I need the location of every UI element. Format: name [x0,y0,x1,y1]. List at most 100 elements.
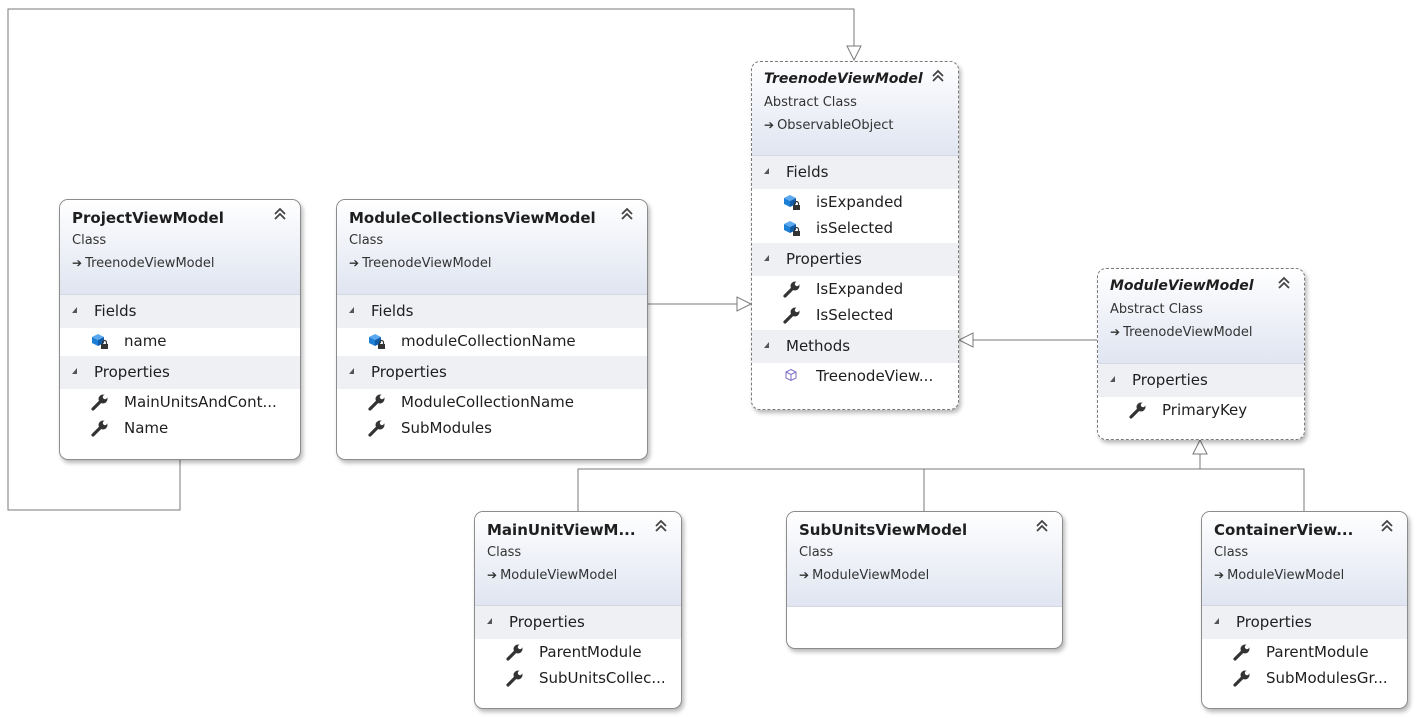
class-base: ➔ModuleViewModel [487,568,618,583]
double-chevron-up-icon[interactable] [1379,518,1395,534]
property-item[interactable]: ParentModule [475,639,681,665]
class-header: ModuleCollectionsViewModel Class ➔Treeno… [337,200,647,295]
field-private-icon [369,334,385,349]
class-base: ➔TreenodeViewModel [1110,325,1253,340]
class-module-viewmodel[interactable]: ModuleViewModel Abstract Class ➔Treenode… [1097,268,1305,440]
class-header: ModuleViewModel Abstract Class ➔Treenode… [1098,269,1304,364]
class-subunits-viewmodel[interactable]: SubUnitsViewModel Class ➔ModuleViewModel [786,511,1063,649]
collapse-triangle-icon [349,368,354,374]
wrench-icon [506,670,523,687]
collapse-triangle-icon [72,307,77,313]
wrench-icon [368,420,385,437]
class-container-viewmodel[interactable]: ContainerView... Class ➔ModuleViewModel … [1201,511,1408,709]
collapse-triangle-icon [764,255,769,261]
double-chevron-up-icon[interactable] [619,206,635,222]
collapse-triangle-icon [1110,376,1115,382]
class-header: ContainerView... Class ➔ModuleViewModel [1202,512,1407,606]
property-item[interactable]: Name [60,415,300,441]
class-stereotype: Class [349,233,384,248]
class-header: SubUnitsViewModel Class ➔ModuleViewModel [787,512,1062,607]
arrowhead-children [1192,438,1208,455]
wrench-icon [1233,670,1250,687]
collapse-triangle-icon [764,342,769,348]
double-chevron-up-icon[interactable] [653,518,669,534]
wrench-icon [1129,402,1146,419]
method-cube-icon [785,368,797,382]
section-properties[interactable]: Properties [60,356,300,389]
property-item[interactable]: SubModules [337,415,647,441]
section-properties[interactable]: Properties [337,356,647,389]
class-modulecollections-viewmodel[interactable]: ModuleCollectionsViewModel Class ➔Treeno… [336,199,648,460]
property-item[interactable]: PrimaryKey [1098,397,1304,423]
double-chevron-up-icon[interactable] [930,68,946,84]
collapse-triangle-icon [1214,618,1219,624]
field-item[interactable]: isSelected [752,215,958,241]
double-chevron-up-icon[interactable] [1034,518,1050,534]
class-stereotype: Abstract Class [1110,302,1203,317]
class-name: TreenodeViewModel [764,71,923,87]
field-private-icon [784,221,800,236]
field-private-icon [784,195,800,210]
wrench-icon [1233,644,1250,661]
property-item[interactable]: MainUnitsAndCont... [60,389,300,415]
field-item[interactable]: isExpanded [752,189,958,215]
class-name: ProjectViewModel [72,209,224,227]
class-mainunit-viewmodel[interactable]: MainUnitViewM... Class ➔ModuleViewModel … [474,511,682,709]
section-fields[interactable]: Fields [60,295,300,328]
property-item[interactable]: IsExpanded [752,276,958,302]
section-properties[interactable]: Properties [752,243,958,276]
class-treenode-viewmodel[interactable]: TreenodeViewModel Abstract Class ➔Observ… [751,61,959,410]
class-base: ➔ObservableObject [764,118,894,133]
property-item[interactable]: ParentModule [1202,639,1407,665]
wrench-icon [783,281,800,298]
section-properties[interactable]: Properties [475,606,681,639]
method-item[interactable]: TreenodeView... [752,363,958,389]
field-item[interactable]: name [60,328,300,354]
section-fields[interactable]: Fields [337,295,647,328]
class-name: ModuleCollectionsViewModel [349,209,596,227]
class-stereotype: Class [72,233,107,248]
class-stereotype: Class [799,545,834,560]
class-name: ContainerView... [1214,521,1354,539]
double-chevron-up-icon[interactable] [1276,275,1292,291]
class-name: MainUnitViewM... [487,521,636,539]
inherit-arrow-icon: ➔ [1214,568,1225,582]
wrench-icon [783,307,800,324]
section-properties[interactable]: Properties [1098,364,1304,397]
field-item[interactable]: moduleCollectionName [337,328,647,354]
property-item[interactable]: IsSelected [752,302,958,328]
property-item[interactable]: SubModulesGr... [1202,665,1407,691]
project-to-treenode-line [7,8,855,511]
class-project-viewmodel[interactable]: ProjectViewModel Class ➔TreenodeViewMode… [59,199,301,460]
class-stereotype: Class [1214,545,1249,560]
children-to-module-line [577,468,1305,511]
inherit-arrow-icon: ➔ [799,568,810,582]
property-item[interactable]: SubUnitsCollec... [475,665,681,691]
collapse-triangle-icon [764,168,769,174]
class-header: ProjectViewModel Class ➔TreenodeViewMode… [60,200,300,295]
section-properties[interactable]: Properties [1202,606,1407,639]
inherit-arrow-icon: ➔ [72,256,83,270]
wrench-icon [368,394,385,411]
class-base: ➔ModuleViewModel [799,568,930,583]
collapse-triangle-icon [72,368,77,374]
arrowhead-project [846,45,862,62]
class-stereotype: Class [487,545,522,560]
class-base: ➔TreenodeViewModel [72,256,215,271]
arrowhead-module [957,332,974,348]
class-base: ➔TreenodeViewModel [349,256,492,271]
inherit-arrow-icon: ➔ [349,256,360,270]
class-name: ModuleViewModel [1110,278,1254,294]
section-fields[interactable]: Fields [752,156,958,189]
collapse-triangle-icon [349,307,354,313]
property-item[interactable]: ModuleCollectionName [337,389,647,415]
section-methods[interactable]: Methods [752,330,958,363]
class-stereotype: Abstract Class [764,95,857,110]
double-chevron-up-icon[interactable] [272,206,288,222]
class-name: SubUnitsViewModel [799,521,968,539]
inherit-arrow-icon: ➔ [1110,325,1121,339]
class-header: MainUnitViewM... Class ➔ModuleViewModel [475,512,681,606]
wrench-icon [506,644,523,661]
class-header: TreenodeViewModel Abstract Class ➔Observ… [752,62,958,156]
wrench-icon [91,420,108,437]
